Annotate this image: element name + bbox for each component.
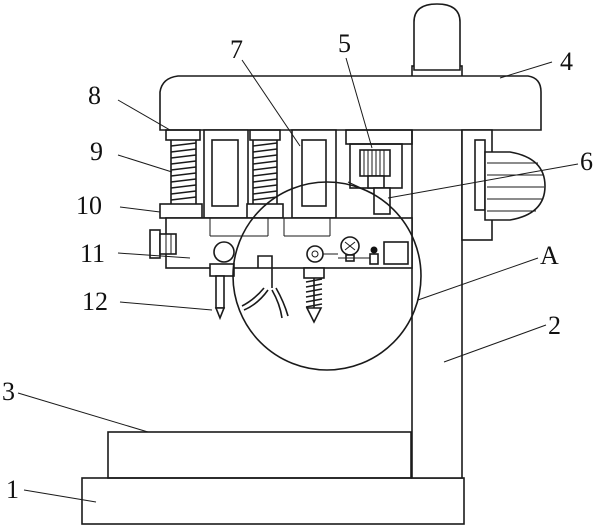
label-7: 7 [230,35,243,64]
bit-chuck [209,263,235,277]
label-1: 1 [6,475,19,504]
screw-drill [303,267,325,324]
leader-lines [17,57,579,503]
spring-cap-left [159,203,203,219]
column-top-cap [413,3,461,71]
label-2: 2 [548,311,561,340]
indicator-stem [369,253,379,265]
connector-block [373,187,391,215]
label-3: 3 [2,377,15,406]
label-a: A [540,241,559,270]
gripper-claw-right [271,287,289,319]
indicator-dot [370,246,378,254]
label-11: 11 [80,239,105,268]
gripper-arm [257,255,273,288]
label-12: 12 [82,287,108,316]
label-10: 10 [76,191,102,220]
pad-mid [249,129,281,141]
drill-bit [215,275,225,309]
label-5: 5 [338,29,351,58]
label-6: 6 [580,147,593,176]
label-9: 9 [90,137,103,166]
valve [306,245,324,263]
small-motor [359,149,391,177]
side-motor [484,151,546,221]
spring-mid [252,140,278,204]
guide-slot-left [211,139,239,207]
detail-circle-a [232,181,422,371]
work-table [107,431,412,479]
pulley [213,241,235,263]
spring-left [170,140,197,204]
base-plate [81,477,465,525]
label-8: 8 [88,81,101,110]
tank [383,241,409,265]
head-housing [159,75,542,131]
pad-left [165,129,201,141]
side-knob-collar [159,233,177,255]
label-4: 4 [560,47,573,76]
side-motor-flange [474,139,486,211]
guide-slot-right [301,139,327,207]
pad-right [345,129,413,145]
gripper-claw-left [241,287,269,311]
side-knob [149,229,161,259]
small-motor-shaft [367,175,385,189]
